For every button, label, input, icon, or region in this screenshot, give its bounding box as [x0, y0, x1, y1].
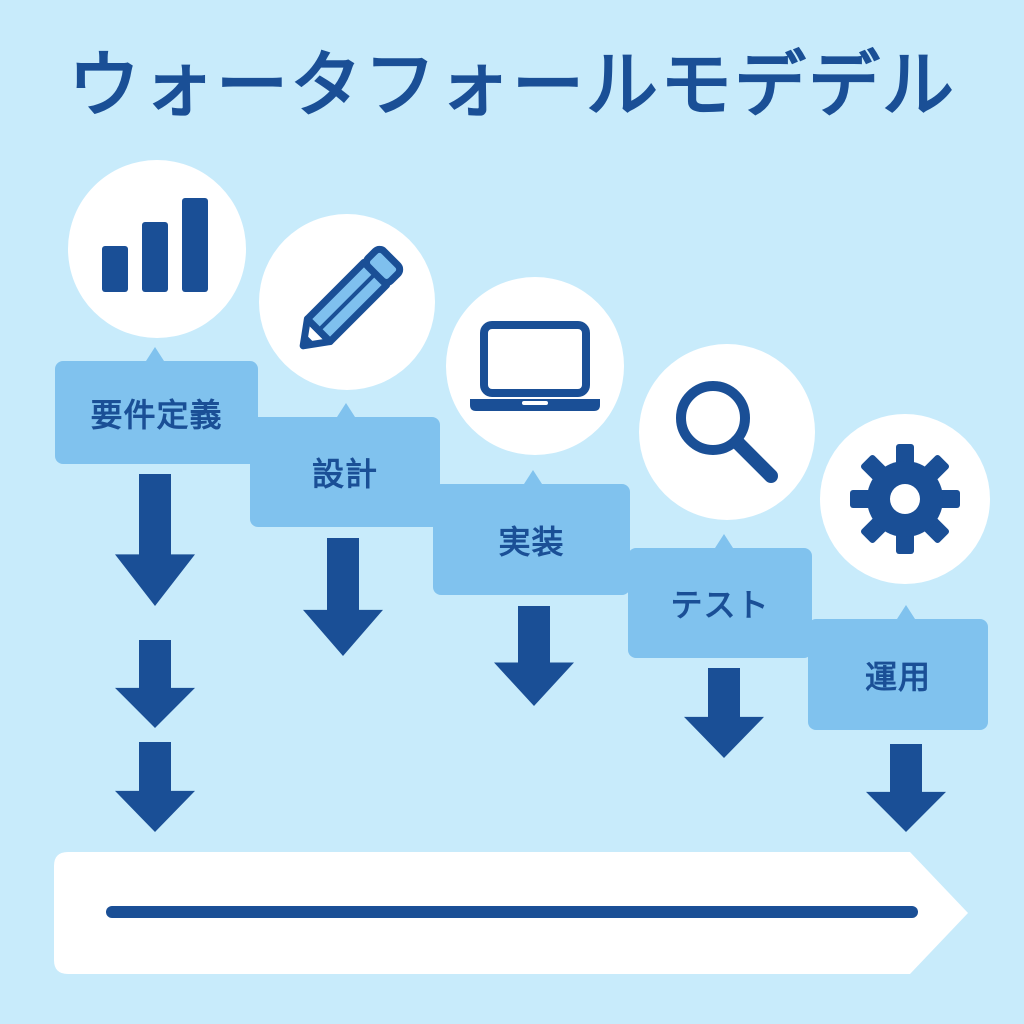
step-4-box: テスト	[628, 548, 812, 658]
step-5-label: 運用	[864, 657, 931, 696]
timeline-arrow	[54, 852, 968, 974]
bar-chart-icon	[102, 198, 208, 292]
step-1-icon-circle	[68, 160, 246, 338]
laptop-icon	[470, 321, 600, 411]
step-1-pointer	[146, 347, 164, 361]
down-arrow-icon	[115, 640, 195, 728]
step-1-box: 要件定義	[55, 361, 258, 464]
step-2-pointer	[337, 403, 355, 417]
step-3-pointer	[524, 470, 542, 484]
step-2-box: 設計	[250, 417, 440, 527]
down-arrow-icon	[115, 474, 195, 606]
step-4-pointer	[715, 534, 733, 548]
step-3-label: 実装	[498, 522, 565, 561]
magnifier-icon	[676, 381, 778, 483]
step-3-box: 実装	[433, 484, 630, 595]
step-5-pointer	[897, 605, 915, 619]
down-arrow-icon	[303, 538, 383, 656]
step-2-icon-circle	[259, 214, 435, 390]
step-4-icon-circle	[639, 344, 815, 520]
pencil-icon	[299, 245, 404, 350]
diagram-title: ウォータフォールモデデル	[67, 43, 956, 127]
down-arrow-icon	[494, 606, 574, 706]
down-arrow-icon	[866, 744, 946, 832]
down-arrow-icon	[115, 742, 195, 832]
step-5-icon-circle	[820, 414, 990, 584]
step-5-box: 運用	[808, 619, 988, 730]
gear-icon	[850, 444, 960, 554]
step-4-label: テスト	[670, 586, 770, 624]
step-2-label: 設計	[311, 455, 378, 493]
step-1-label: 要件定義	[90, 395, 223, 434]
down-arrow-icon	[684, 668, 764, 758]
step-3-icon-circle	[446, 277, 624, 455]
